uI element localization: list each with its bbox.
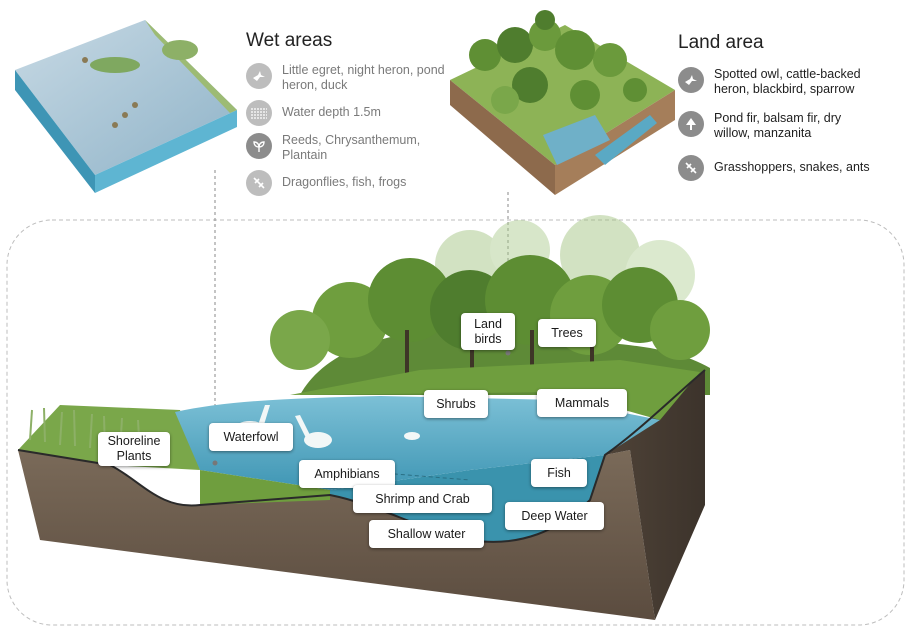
callout-land-birds: Land birds xyxy=(461,313,515,350)
callout-amphibians: Amphibians xyxy=(299,460,395,488)
callout-deep-water: Deep Water xyxy=(505,502,604,530)
callout-mammals: Mammals xyxy=(537,389,627,417)
callout-shallow-water: Shallow water xyxy=(369,520,484,548)
callout-fish: Fish xyxy=(531,459,587,487)
callout-shrubs: Shrubs xyxy=(424,390,488,418)
callout-shrimp-and-crab: Shrimp and Crab xyxy=(353,485,492,513)
callout-shoreline-plants: Shoreline Plants xyxy=(98,432,170,466)
land-birds-leader-dot xyxy=(506,351,511,356)
callout-trees: Trees xyxy=(538,319,596,347)
callout-waterfowl: Waterfowl xyxy=(209,423,293,451)
waterfowl-leader-dot xyxy=(213,461,218,466)
